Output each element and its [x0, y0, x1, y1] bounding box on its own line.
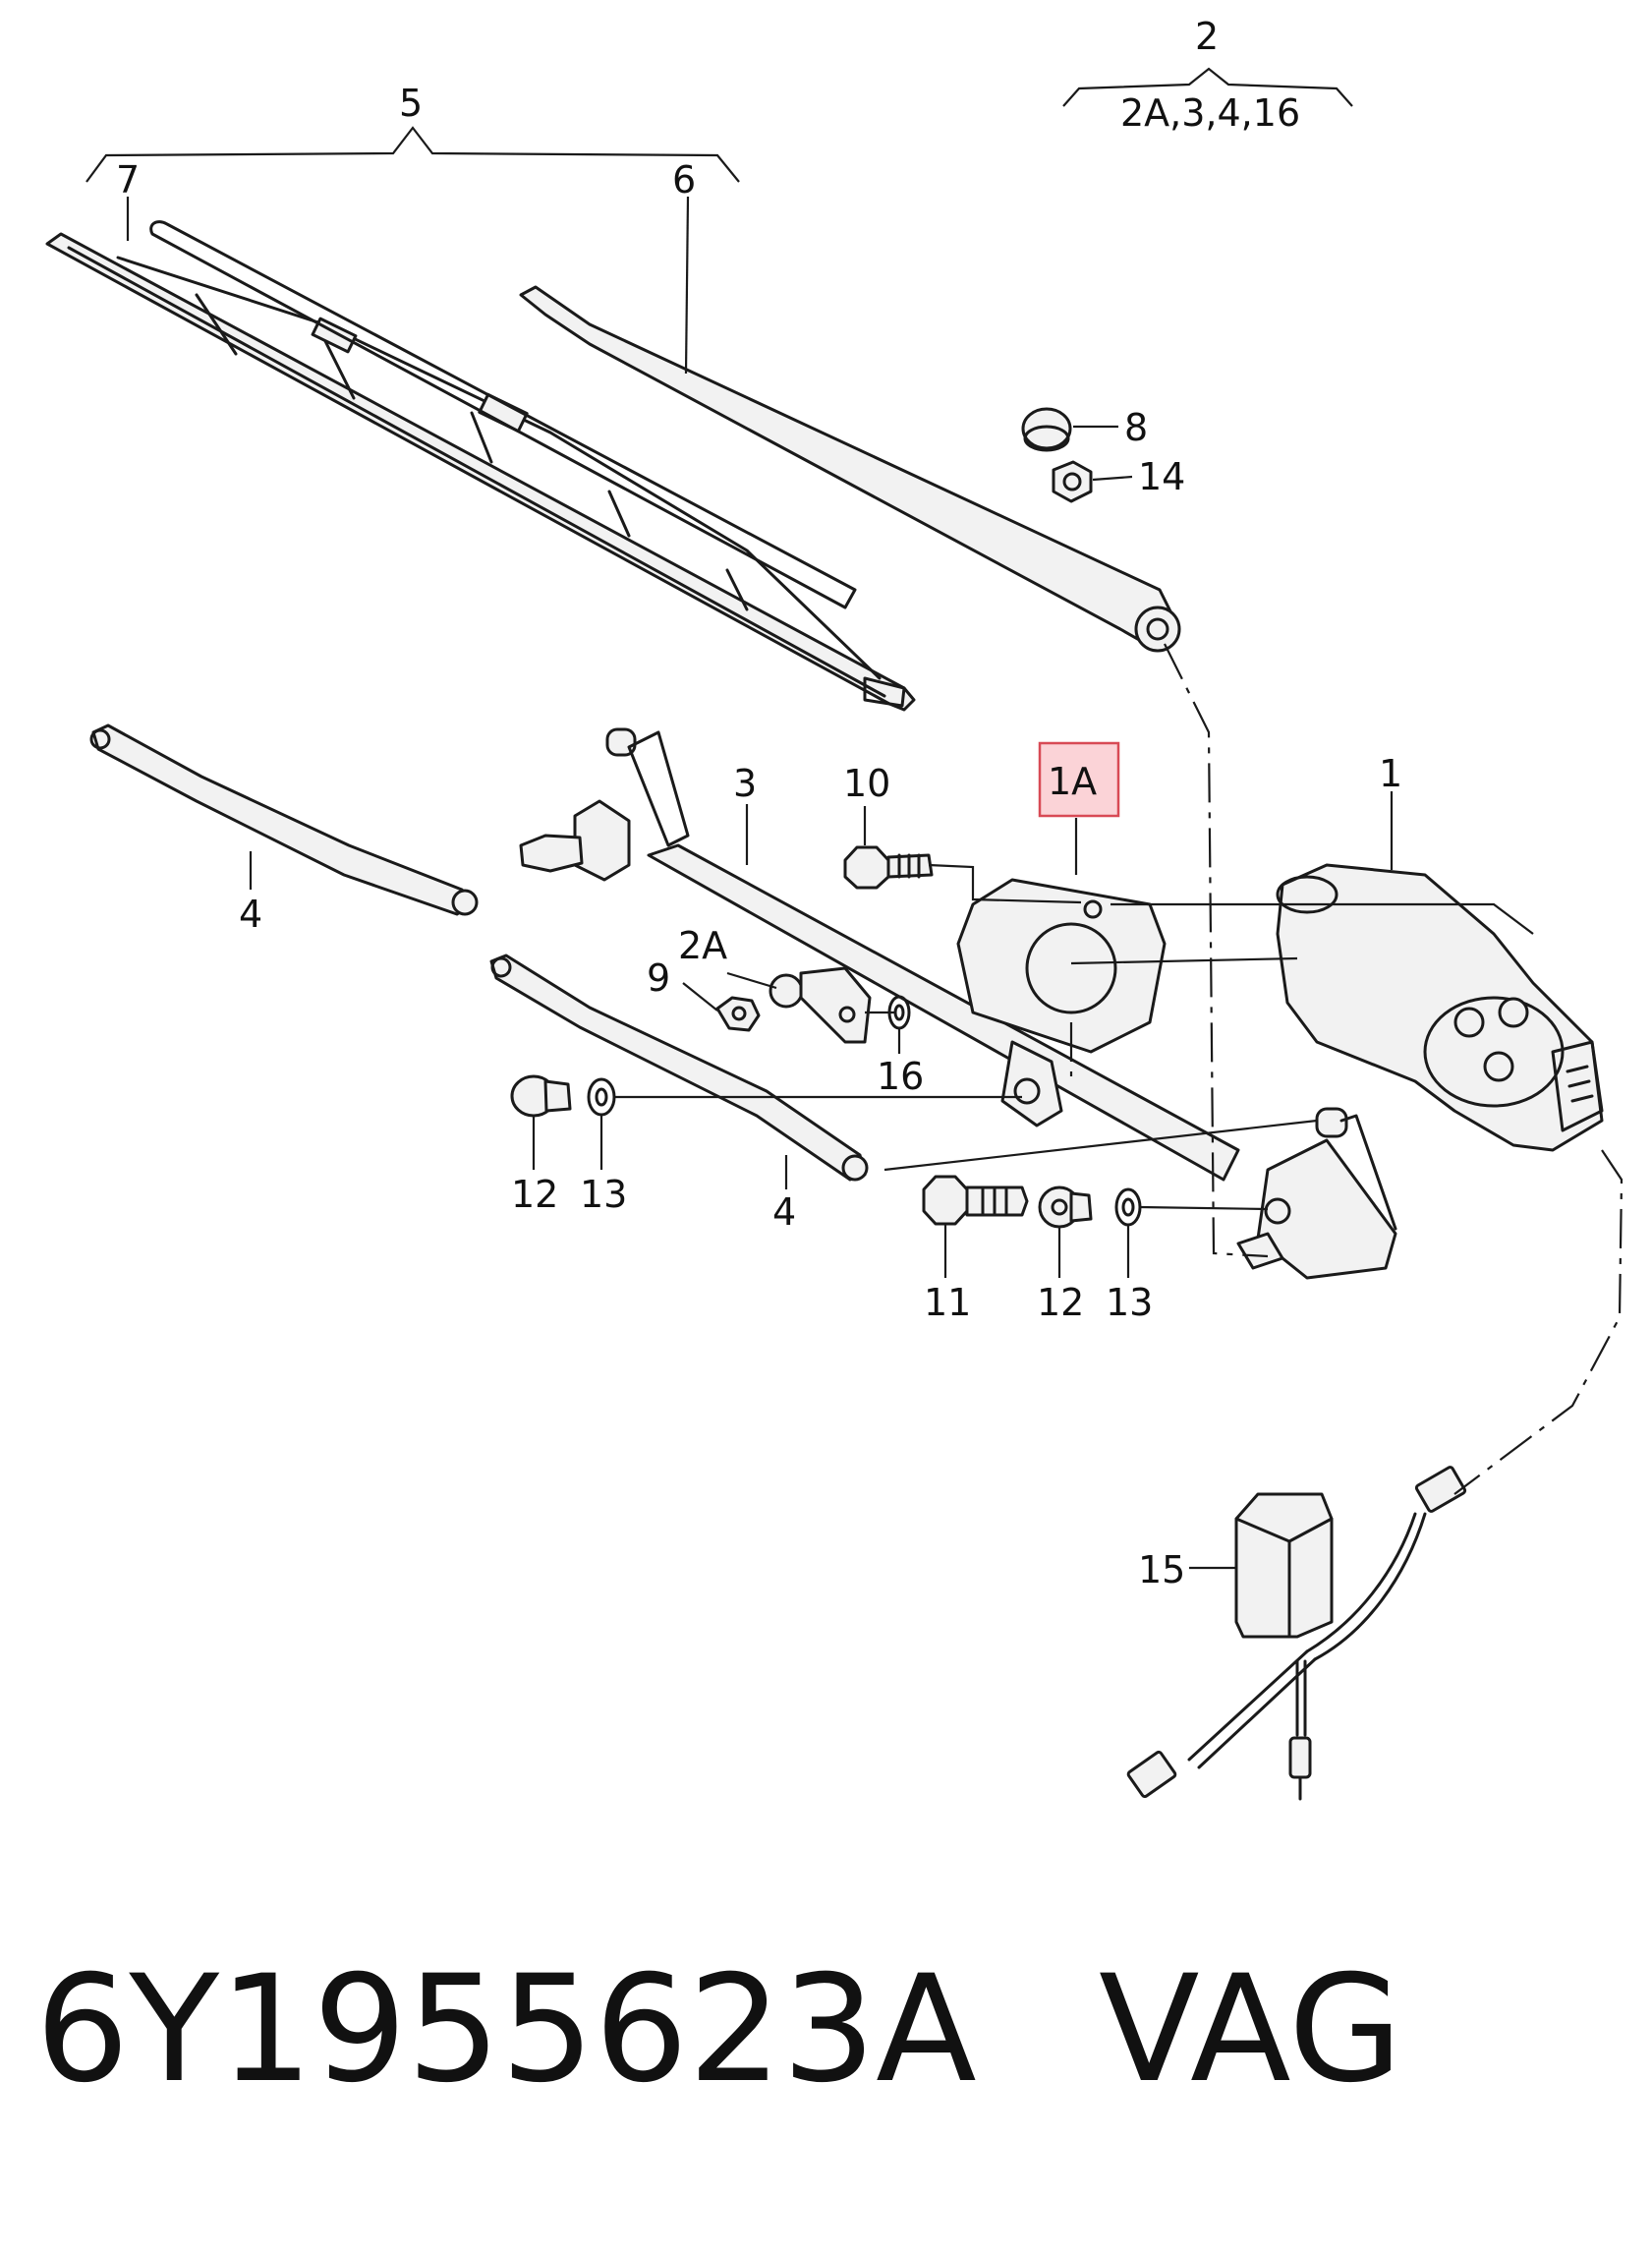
- assembly-dash-lines: [1069, 643, 1624, 1495]
- callout-14: 14: [1138, 455, 1185, 498]
- wiring-harness: [1126, 1466, 1467, 1801]
- callout-9: 9: [647, 956, 670, 1000]
- callout-16: 16: [877, 1055, 924, 1098]
- bushing-12-right: [1038, 1185, 1093, 1229]
- callout-1A: 1A: [1048, 760, 1097, 803]
- wiper-arm: [149, 220, 1181, 653]
- callout-2: 2: [1195, 15, 1219, 58]
- wiper-motor: [1276, 863, 1604, 1152]
- part-number: 6Y1955623A: [35, 1944, 977, 2115]
- callout-2-members: 2A,3,4,16: [1120, 91, 1300, 135]
- callout-12-right: 12: [1037, 1281, 1084, 1324]
- callout-4-lower: 4: [772, 1190, 796, 1234]
- callout-5: 5: [399, 82, 423, 125]
- link-rod-4-lower: [489, 954, 869, 1182]
- callout-10: 10: [843, 762, 890, 805]
- callout-12-left: 12: [511, 1173, 558, 1216]
- washer-13-left: [587, 1077, 616, 1117]
- callout-3: 3: [733, 762, 757, 805]
- callout-13-right: 13: [1106, 1281, 1153, 1324]
- washer-13-right: [1114, 1187, 1142, 1227]
- bolt-10: [843, 845, 934, 890]
- callout-1: 1: [1379, 752, 1402, 795]
- callout-2A: 2A: [678, 924, 727, 967]
- bushing-12-left: [510, 1074, 572, 1118]
- callouts: 2 2A,3,4,16 5 7 6 8 14 10 1A 3 1 4 2A 9 …: [116, 15, 1402, 1591]
- bracket-2A: [769, 966, 872, 1044]
- callout-8: 8: [1124, 406, 1148, 449]
- wiper-linkage-frame: [519, 727, 1397, 1280]
- callout-4-upper: 4: [239, 893, 262, 936]
- callout-6: 6: [672, 158, 696, 202]
- wiper-blade: [45, 232, 916, 712]
- callout-11: 11: [924, 1281, 971, 1324]
- relay-15: [1234, 1492, 1334, 1639]
- brand-name: VAG: [1099, 1944, 1403, 2115]
- callout-13-left: 13: [580, 1173, 627, 1216]
- nut-9: [715, 996, 761, 1032]
- bolt-11: [922, 1175, 1029, 1226]
- link-rod-4-upper: [89, 723, 479, 916]
- nut-14: [1052, 460, 1093, 503]
- callout-7: 7: [116, 158, 140, 202]
- leader-lines: [85, 67, 1534, 1570]
- cap-8: [1021, 407, 1072, 452]
- callout-15: 15: [1138, 1548, 1185, 1591]
- highlight-1A: [1038, 741, 1120, 818]
